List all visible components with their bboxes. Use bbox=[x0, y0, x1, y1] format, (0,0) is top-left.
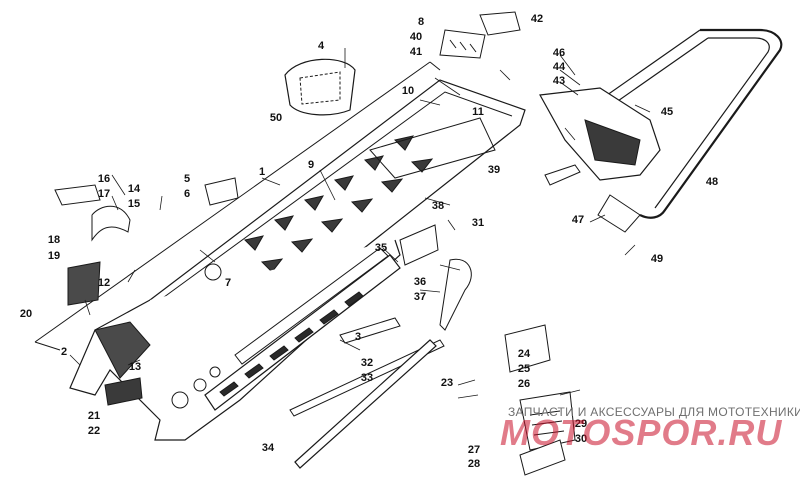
callout-9: 9 bbox=[307, 159, 315, 171]
callout-22: 22 bbox=[87, 425, 101, 437]
callout-3: 3 bbox=[354, 331, 362, 343]
callout-40: 40 bbox=[409, 31, 423, 43]
watermark-tagline: ЗАПЧАСТИ И АКСЕССУАРЫ ДЛЯ МОТОТЕХНИКИ bbox=[508, 405, 800, 419]
callout-42: 42 bbox=[530, 13, 544, 25]
callout-17: 17 bbox=[97, 188, 111, 200]
callout-12: 12 bbox=[97, 277, 111, 289]
callout-20: 20 bbox=[19, 308, 33, 320]
callout-39: 39 bbox=[487, 164, 501, 176]
callout-11: 11 bbox=[472, 106, 484, 118]
callout-15: 15 bbox=[127, 198, 141, 210]
callout-25: 25 bbox=[517, 363, 531, 375]
callout-31: 31 bbox=[471, 217, 485, 229]
callout-23: 23 bbox=[440, 377, 454, 389]
callout-41: 41 bbox=[409, 46, 423, 58]
callout-29: 29 bbox=[574, 418, 588, 430]
callout-21: 21 bbox=[87, 410, 101, 422]
callout-36: 36 bbox=[413, 276, 427, 288]
callout-24: 24 bbox=[517, 348, 531, 360]
callout-27: 27 bbox=[467, 444, 481, 456]
callout-33: 33 bbox=[360, 372, 374, 384]
callout-1: 1 bbox=[258, 166, 266, 178]
callout-47: 47 bbox=[571, 214, 585, 226]
callout-13: 13 bbox=[128, 361, 142, 373]
callout-5: 5 bbox=[183, 173, 191, 185]
callout-34: 34 bbox=[261, 442, 275, 454]
callout-18: 18 bbox=[47, 234, 61, 246]
callout-10: 10 bbox=[401, 85, 415, 97]
callout-46: 46 bbox=[552, 47, 566, 59]
callout-43: 43 bbox=[552, 75, 566, 87]
callout-14: 14 bbox=[127, 183, 141, 195]
callout-38: 38 bbox=[431, 200, 445, 212]
callout-49: 49 bbox=[650, 253, 664, 265]
callout-26: 26 bbox=[517, 378, 531, 390]
callout-16: 16 bbox=[97, 173, 111, 185]
callout-35: 35 bbox=[374, 242, 388, 254]
callout-32: 32 bbox=[360, 357, 374, 369]
callout-28: 28 bbox=[467, 458, 481, 470]
callout-37: 37 bbox=[413, 291, 427, 303]
callout-6: 6 bbox=[183, 188, 191, 200]
callout-48: 48 bbox=[705, 176, 719, 188]
callout-8: 8 bbox=[417, 16, 425, 28]
callout-4: 4 bbox=[317, 40, 325, 52]
callout-50: 50 bbox=[269, 112, 283, 124]
callout-2: 2 bbox=[60, 346, 68, 358]
watermark-logo: MOTOSPOR.RU bbox=[500, 412, 783, 453]
callout-44: 44 bbox=[552, 61, 566, 73]
callout-45: 45 bbox=[660, 106, 674, 118]
callout-7: 7 bbox=[224, 277, 232, 289]
callout-30: 30 bbox=[574, 433, 588, 445]
callout-19: 19 bbox=[47, 250, 61, 262]
